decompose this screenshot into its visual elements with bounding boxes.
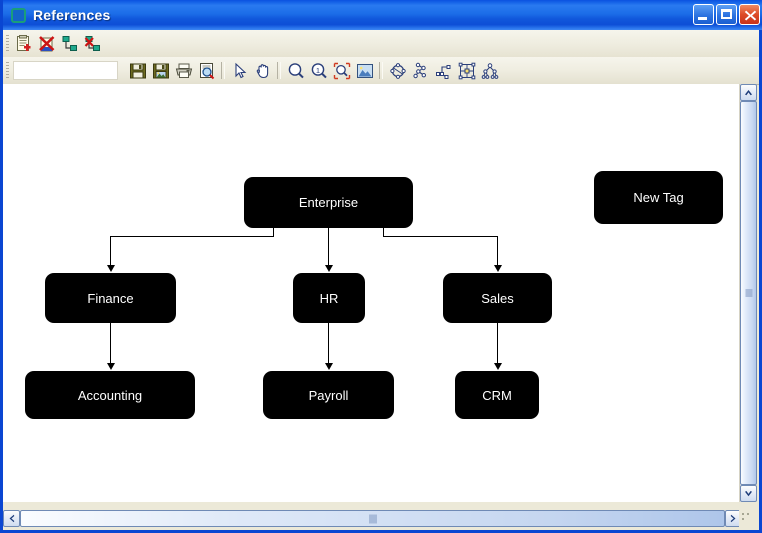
- close-button[interactable]: [739, 4, 760, 25]
- node-label-hr: HR: [319, 290, 339, 306]
- horizontal-scrollbar[interactable]: [3, 510, 742, 527]
- hierarchic-layout-icon[interactable]: [478, 59, 501, 82]
- print-icon[interactable]: [172, 59, 195, 82]
- svg-text:1: 1: [315, 66, 319, 75]
- zoom-area-icon[interactable]: [330, 59, 353, 82]
- arrowhead-finance: [107, 265, 115, 272]
- edge-hr-payroll: [328, 323, 329, 364]
- window-title: References: [33, 7, 111, 23]
- fit-content-icon[interactable]: [353, 59, 376, 82]
- caption-button-group: [693, 4, 760, 25]
- horizontal-scrollbar-thumb[interactable]: [20, 510, 725, 527]
- edge-sales-crm: [497, 323, 498, 364]
- node-accounting[interactable]: Accounting: [25, 371, 195, 419]
- resize-corner[interactable]: [739, 510, 756, 527]
- document-tag-icon: [11, 7, 26, 23]
- add-reference-icon[interactable]: [12, 32, 35, 55]
- toolbar-separator-1: [221, 62, 225, 79]
- zoom-icon[interactable]: [284, 59, 307, 82]
- circular-layout-icon[interactable]: [386, 59, 409, 82]
- arrowhead-crm: [494, 363, 502, 370]
- print-preview-icon[interactable]: [195, 59, 218, 82]
- title-bar[interactable]: References: [3, 0, 762, 30]
- node-payroll[interactable]: Payroll: [263, 371, 394, 419]
- edge-enterprise-sales-v1: [383, 228, 384, 237]
- zoom-in-icon[interactable]: 1: [307, 59, 330, 82]
- edge-enterprise-sales-v2: [497, 236, 498, 266]
- delete-reference-icon[interactable]: [35, 32, 58, 55]
- toolbar-grip[interactable]: [6, 35, 9, 52]
- minimize-button[interactable]: [693, 4, 714, 25]
- graph-canvas[interactable]: Enterprise Finance HR Sales Accounting P…: [3, 84, 742, 502]
- add-node-icon[interactable]: [58, 32, 81, 55]
- edge-enterprise-hr-v: [328, 228, 329, 266]
- arrowhead-sales: [494, 265, 502, 272]
- toolbar-separator-2: [277, 62, 281, 79]
- toolbar-separator-3: [379, 62, 383, 79]
- select-tool-icon[interactable]: [228, 59, 251, 82]
- node-hr[interactable]: HR: [293, 273, 365, 323]
- reference-toolbar[interactable]: [3, 30, 759, 58]
- node-new-tag[interactable]: New Tag: [594, 171, 723, 224]
- scrollbar-grip-horizontal: [369, 514, 376, 523]
- node-label-finance: Finance: [87, 290, 134, 306]
- resize-grip-icon: [741, 512, 752, 523]
- node-label-enterprise: Enterprise: [298, 195, 359, 210]
- scroll-up-button[interactable]: [740, 84, 757, 101]
- toolbar-text-field[interactable]: [13, 61, 118, 80]
- edge-enterprise-sales-h: [383, 236, 498, 237]
- organic-layout-icon[interactable]: [409, 59, 432, 82]
- node-crm[interactable]: CRM: [455, 371, 539, 419]
- node-finance[interactable]: Finance: [45, 273, 176, 323]
- edge-enterprise-finance-h: [110, 236, 274, 237]
- save-icon[interactable]: [126, 59, 149, 82]
- node-sales[interactable]: Sales: [443, 273, 552, 323]
- vertical-scrollbar-thumb[interactable]: [740, 101, 757, 485]
- arrowhead-hr: [325, 265, 333, 272]
- orthogonal-layout-icon[interactable]: [432, 59, 455, 82]
- scrollbar-grip: [745, 289, 752, 297]
- grid-layout-icon[interactable]: [455, 59, 478, 82]
- delete-node-icon[interactable]: [81, 32, 104, 55]
- arrowhead-payroll: [325, 363, 333, 370]
- node-label-accounting: Accounting: [77, 387, 143, 403]
- pan-tool-icon[interactable]: [251, 59, 274, 82]
- node-label-payroll: Payroll: [308, 387, 349, 403]
- vertical-scrollbar[interactable]: [739, 84, 757, 502]
- maximize-button[interactable]: [716, 4, 737, 25]
- arrowhead-accounting: [107, 363, 115, 370]
- scroll-down-button[interactable]: [740, 485, 757, 502]
- node-enterprise[interactable]: Enterprise: [244, 177, 413, 228]
- node-label-new-tag: New Tag: [633, 190, 684, 205]
- edge-finance-accounting: [110, 323, 111, 364]
- toolbar-grip-secondary[interactable]: [6, 62, 9, 79]
- graph-toolbar[interactable]: 1: [3, 57, 759, 85]
- node-label-crm: CRM: [482, 387, 512, 403]
- node-label-sales: Sales: [481, 290, 514, 306]
- scroll-left-button[interactable]: [3, 510, 20, 527]
- graph-content: Enterprise Finance HR Sales Accounting P…: [3, 84, 742, 502]
- edge-enterprise-finance-v2: [110, 236, 111, 266]
- export-image-icon[interactable]: [149, 59, 172, 82]
- edge-enterprise-finance-v1: [273, 228, 274, 237]
